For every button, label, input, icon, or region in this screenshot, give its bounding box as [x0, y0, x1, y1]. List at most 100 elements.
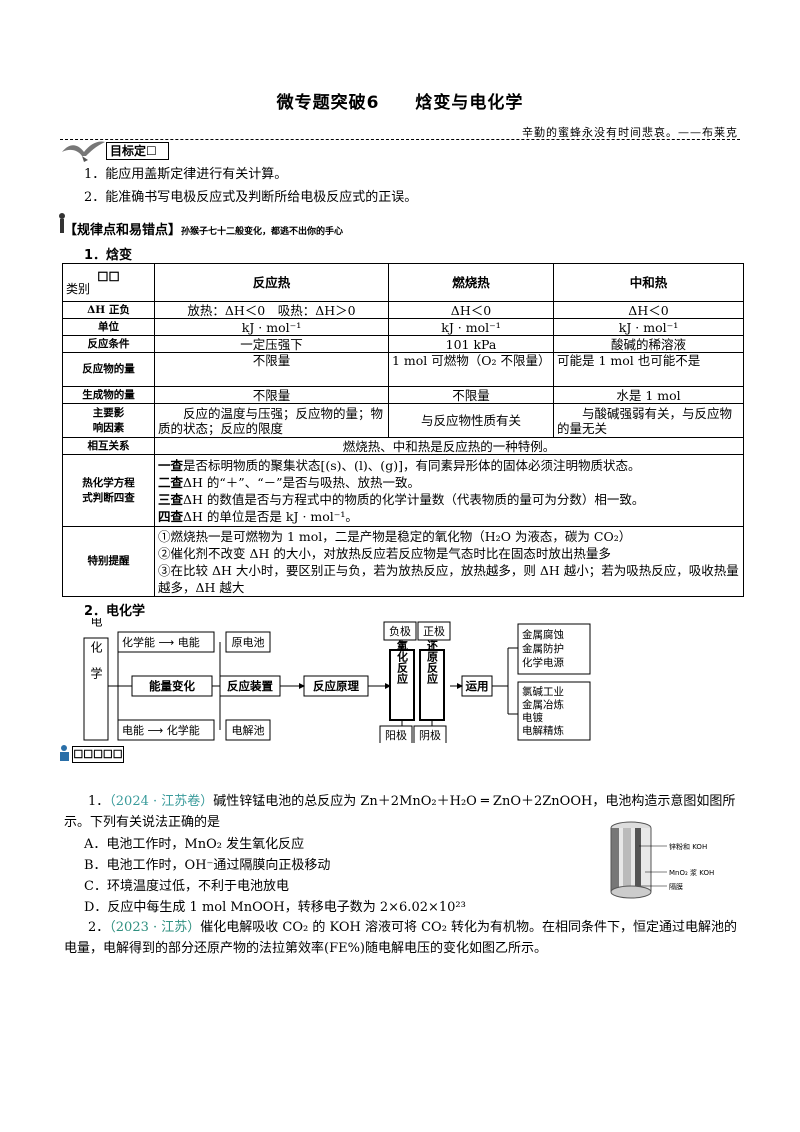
principle-label: 反应原理: [313, 679, 359, 693]
table-cell: 不限量: [154, 386, 389, 404]
app2-item: 电镀: [522, 711, 543, 724]
question-1: 1．（2024 · 江苏卷）碱性锌锰电池的总反应为 Zn＋2MnO₂＋H₂O ═…: [64, 791, 744, 833]
reduction-label: 还原反应: [426, 639, 440, 685]
row-label: 反应条件: [62, 335, 155, 353]
table-cell: 可能是 1 mol 也可能不是: [553, 352, 744, 387]
negative-label: 负极: [389, 624, 411, 638]
check-text: ΔH 的数值是否与方程式中的物质的化学计量数（代表物质的量可为分数）相一致。: [183, 491, 645, 507]
col-header: 中和热: [553, 263, 744, 302]
table-row: 单位 kJ · mol⁻¹ kJ · mol⁻¹ kJ · mol⁻¹: [62, 318, 744, 336]
cathode-label: 阴极: [419, 728, 441, 742]
corner-top: ☐☐: [97, 268, 120, 284]
primary-cell-box: [225, 631, 271, 653]
table-cell: 水是 1 mol: [553, 386, 744, 404]
check-text: ΔH 的“＋”、“－”是否与吸热、放热一致。: [183, 474, 420, 490]
row-label: ΔH 正负: [62, 301, 155, 319]
check-item: 二查ΔH 的“＋”、“－”是否与吸热、放热一致。: [158, 474, 740, 491]
row-label: 热化学方程 式判断四查: [62, 454, 155, 527]
q1-stem: 碱性锌锰电池的总反应为 Zn＋2MnO₂＋H₂O ═ ZnO＋2ZnOOH，电池…: [64, 794, 736, 830]
tip-item: ①燃烧热一是可燃物为 1 mol，二是产物是稳定的氧化物（H₂O 为液态，碳为 …: [158, 528, 632, 544]
q1-number: 1．: [88, 794, 110, 809]
reader-icon: [60, 745, 69, 761]
electrochem-diagram: 电化学 化学能 ⟶ 电能 电能 ⟶ 化学能 能量变化 反应装置 原电池 电解池 …: [83, 618, 591, 743]
table-row: ΔH 正负 放热：ΔH＜0 吸热：ΔH＞0 ΔH＜0 ΔH＜0: [62, 301, 744, 319]
check-key: 三查: [158, 491, 184, 507]
table-row: 热化学方程 式判断四查 一查是否标明物质的聚集状态[(s)、(l)、(g)]，有…: [62, 454, 744, 527]
table-cell: kJ · mol⁻¹: [154, 318, 389, 336]
app2-box: [517, 681, 591, 741]
tip-item: ②催化剂不改变 ΔH 的大小，对放热反应若反应物是气态时比在固态时放出热量多: [158, 545, 611, 561]
table-cell: 不限量: [388, 386, 554, 404]
app2-item: 氯碱工业: [522, 685, 564, 698]
figure-label: MnO₂ 浆 KOH: [669, 868, 714, 877]
motto: 辛勤的蜜蜂永没有时间悲哀。——布莱克: [522, 126, 738, 139]
table-cell: 燃烧热、中和热是反应热的一种特例。: [154, 437, 744, 455]
table-cell: 1 mol 可燃物（O₂ 不限量）: [388, 352, 554, 387]
app1-item: 金属防护: [522, 642, 564, 655]
app1-item: 金属腐蚀: [522, 628, 564, 641]
question-2: 2．（2023 · 江苏）催化电解吸收 CO₂ 的 KOH 溶液可将 CO₂ 转…: [64, 917, 744, 959]
row-label-line: 式判断四查: [82, 491, 135, 504]
check-text: ΔH 的单位是否是 kJ · mol⁻¹。: [183, 508, 358, 524]
chem-to-elec-label: 化学能 ⟶ 电能: [122, 635, 200, 649]
chem-to-elec-box: [117, 631, 215, 653]
table-row: 生成物的量 不限量 不限量 水是 1 mol: [62, 386, 744, 404]
page-title: 微专题突破6 焓变与电化学: [276, 93, 524, 113]
row-label: 主要影 响因素: [62, 403, 155, 438]
battery-figure: 锌粉和 KOH MnO₂ 浆 KOH 隔膜: [610, 821, 714, 899]
row-label: 反应物的量: [62, 352, 155, 387]
table-cell: 101 kPa: [388, 335, 554, 353]
col-header: 反应热: [154, 263, 389, 302]
goal-label: 目标定☐: [106, 142, 169, 160]
row-label: 生成物的量: [62, 386, 155, 404]
table-row: 特别提醒 ①燃烧热一是可燃物为 1 mol，二是产物是稳定的氧化物（H₂O 为液…: [62, 526, 744, 597]
elec-to-chem-label: 电能 ⟶ 化学能: [122, 723, 200, 737]
q1-option-d[interactable]: D．反应中每生成 1 mol MnOOH，转移电子数为 2×6.02×10²³: [84, 900, 466, 915]
practice-label: ☐☐☐☐☐: [72, 746, 124, 763]
energy-change-label: 能量变化: [149, 679, 195, 693]
table-cell: 与酸碱强弱有关，与反应物的量无关: [553, 403, 744, 438]
table-row: 反应物的量 不限量 1 mol 可燃物（O₂ 不限量） 可能是 1 mol 也可…: [62, 352, 744, 387]
negative-box: [383, 621, 417, 641]
application-label: 运用: [466, 679, 489, 693]
q1-source: （2024 · 江苏卷）: [109, 794, 214, 809]
figure-label: 隔膜: [669, 882, 683, 891]
check-item: 四查ΔH 的单位是否是 kJ · mol⁻¹。: [158, 508, 740, 525]
enthalpy-table: ☐☐ 类别 反应热 燃烧热 中和热 ΔH 正负 放热：ΔH＜0 吸热：ΔH＞0 …: [62, 263, 744, 597]
section2-heading: 2．电化学: [84, 604, 146, 619]
positive-label: 正极: [423, 624, 445, 638]
rules-subtitle: 孙猴子七十二般变化，都逃不出你的手心: [181, 227, 344, 237]
row-label: 特别提醒: [62, 526, 155, 597]
q2-number: 2．: [88, 920, 110, 935]
row-label: 单位: [62, 318, 155, 336]
col-header: 燃烧热: [388, 263, 554, 302]
section1-heading: 1．焓变: [84, 248, 133, 263]
table-cell: 酸碱的稀溶液: [553, 335, 744, 353]
table-cell: ΔH＜0: [388, 301, 554, 319]
table-row: 主要影 响因素 反应的温度与压强；反应物的量；物质的状态；反应的限度 与反应物性…: [62, 403, 744, 438]
table-row: 反应条件 一定压强下 101 kPa 酸碱的稀溶液: [62, 335, 744, 353]
q1-option-a[interactable]: A．电池工作时，MnO₂ 发生氧化反应: [84, 837, 305, 852]
row-label: 相互关系: [62, 437, 155, 455]
table-cell: kJ · mol⁻¹: [553, 318, 744, 336]
check-key: 二查: [158, 474, 184, 490]
root-label: 电化学: [89, 618, 103, 693]
table-cell: kJ · mol⁻¹: [388, 318, 554, 336]
check-key: 四查: [158, 508, 184, 524]
elec-to-chem-box: [117, 719, 215, 741]
primary-cell-label: 原电池: [232, 636, 265, 649]
q1-option-b[interactable]: B．电池工作时，OH⁻通过隔膜向正极移动: [84, 858, 331, 873]
app1-item: 化学电源: [522, 656, 564, 669]
table-cell: 与反应物性质有关: [388, 403, 554, 438]
positive-box: [417, 621, 451, 641]
corner-bottom: 类别: [66, 281, 91, 296]
q1-option-c[interactable]: C．环境温度过低，不利于电池放电: [84, 879, 289, 894]
table-cell: 一定压强下: [154, 335, 389, 353]
seagull-icon: [62, 141, 105, 162]
figure-label: 锌粉和 KOH: [669, 842, 707, 851]
cathode-box: [413, 725, 447, 743]
tip-item: ③在比较 ΔH 大小时，要区别正与负，若为放热反应，放热越多，则 ΔH 越小；若…: [158, 562, 739, 595]
check-item: 三查ΔH 的数值是否与方程式中的物质的化学计量数（代表物质的量可为分数）相一致。: [158, 491, 740, 508]
table-cell: 一查是否标明物质的聚集状态[(s)、(l)、(g)]，有同素异形体的固体必须注明…: [154, 454, 744, 527]
row-label-line: 热化学方程: [82, 476, 135, 489]
